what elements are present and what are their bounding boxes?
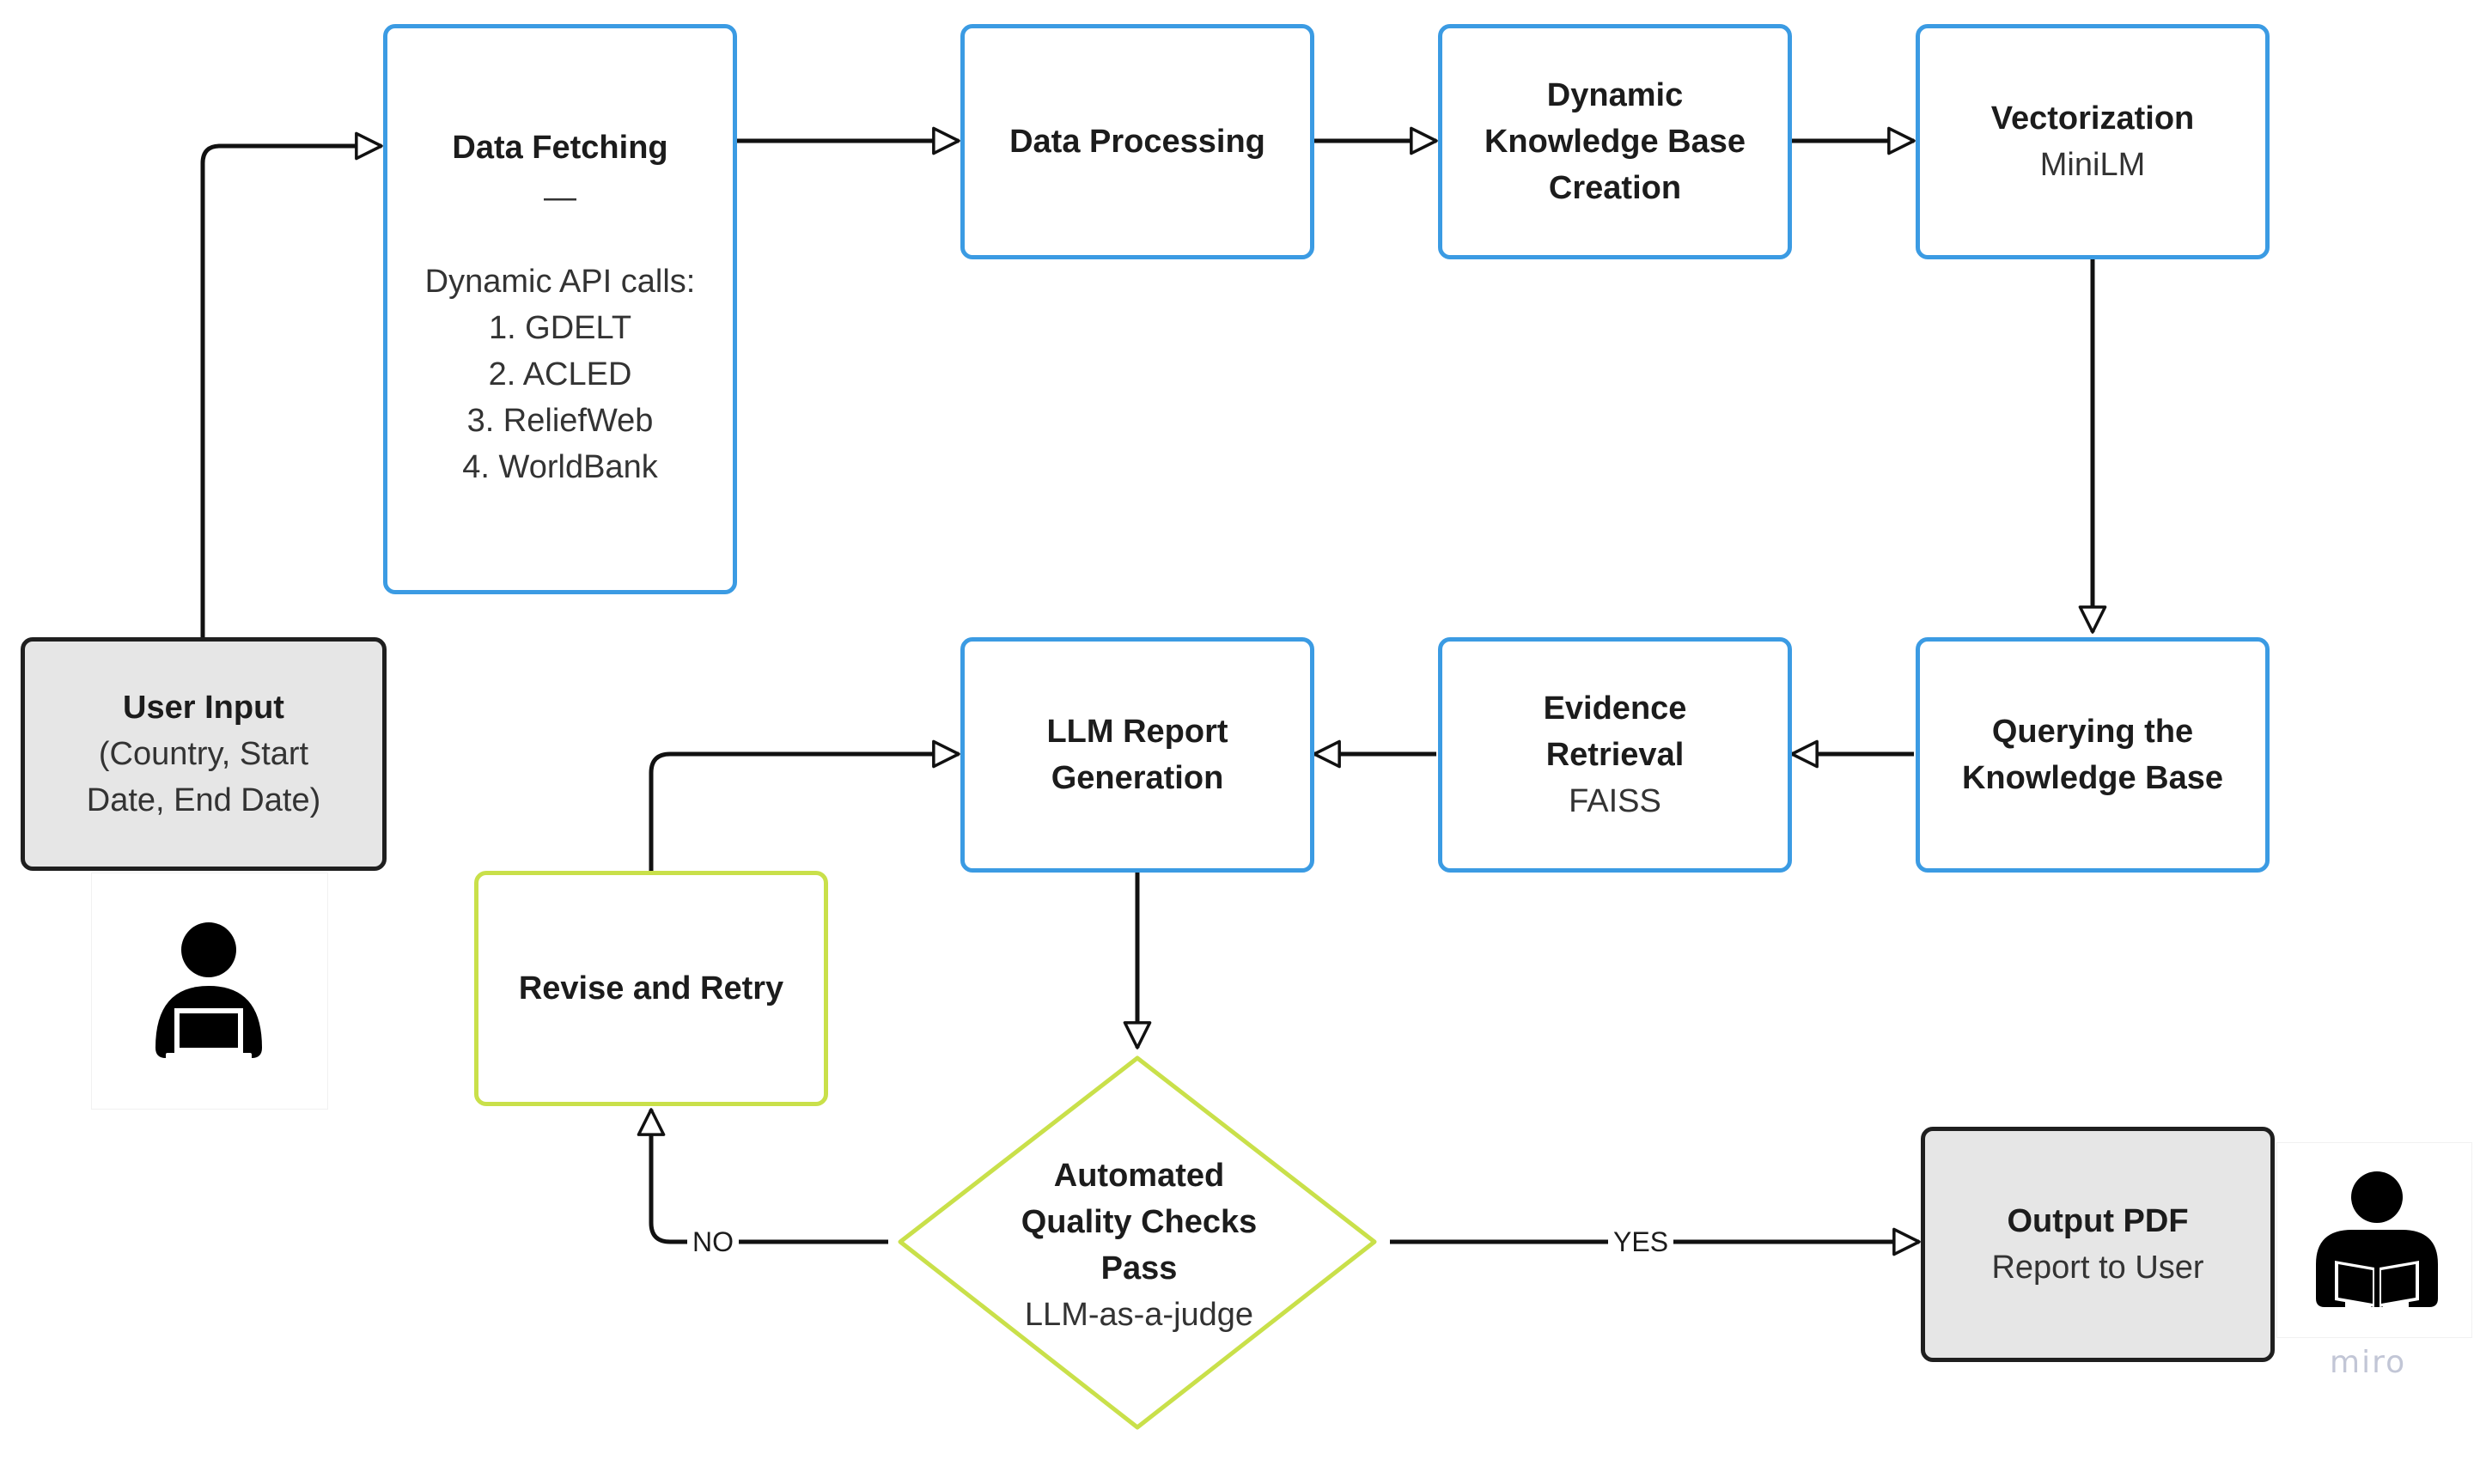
vectorization-model: MiniLM xyxy=(2039,147,2146,183)
data-fetching-dash: — xyxy=(544,179,576,216)
quality-title-2: Quality Checks xyxy=(1021,1204,1258,1240)
revise-title: Revise and Retry xyxy=(518,970,784,1007)
api-list-item: 4. WorldBank xyxy=(462,449,658,485)
edge-label-yes: YES xyxy=(1608,1225,1674,1259)
api-list-item: 1. GDELT xyxy=(488,310,632,346)
api-list-item: 2. ACLED xyxy=(488,356,632,392)
edge-quality-to-revise xyxy=(637,1108,888,1244)
evidence-title-2: Retrieval xyxy=(1545,737,1685,773)
evidence-title-1: Evidence xyxy=(1543,690,1687,727)
revise-retry-node[interactable]: Revise and Retry xyxy=(474,871,828,1106)
llm-report-title-2: Generation xyxy=(1051,760,1224,796)
output-pdf-node[interactable]: Output PDF Report to User xyxy=(1921,1127,2275,1362)
quality-check-diamond xyxy=(898,1055,1377,1430)
evidence-retrieval-node[interactable]: Evidence Retrieval FAISS xyxy=(1438,637,1792,873)
person-reading-icon xyxy=(2316,1171,2438,1307)
data-processing-node[interactable]: Data Processing xyxy=(960,24,1314,259)
querying-title-1: Querying the xyxy=(1991,714,2194,750)
edge-revise-to-llm xyxy=(649,739,960,871)
miro-watermark: miro xyxy=(2330,1345,2407,1380)
vectorization-title: Vectorization xyxy=(1990,100,2195,137)
user-input-node[interactable]: User Input (Country, Start Date, End Dat… xyxy=(21,637,387,871)
edge-label-no: NO xyxy=(687,1225,739,1259)
dynamic-kb-title-1: Dynamic xyxy=(1546,77,1684,113)
data-processing-title: Data Processing xyxy=(1009,124,1265,160)
evidence-tool: FAISS xyxy=(1569,783,1661,819)
dynamic-kb-node[interactable]: Dynamic Knowledge Base Creation xyxy=(1438,24,1792,259)
user-input-title: User Input xyxy=(123,690,284,726)
user-input-line-1: (Country, Start xyxy=(98,736,309,772)
dynamic-kb-title-3: Creation xyxy=(1548,170,1682,206)
user-input-line-2: Date, End Date) xyxy=(86,782,321,818)
quality-check-node[interactable]: Automated Quality Checks Pass LLM-as-a-j… xyxy=(916,1142,1362,1348)
quality-title-3: Pass xyxy=(1100,1250,1178,1286)
llm-report-node[interactable]: LLM Report Generation xyxy=(960,637,1314,873)
person-laptop-icon xyxy=(155,922,262,1060)
data-fetching-node[interactable]: Data Fetching — Dynamic API calls: 1. GD… xyxy=(383,24,737,594)
output-sub: Report to User xyxy=(1991,1250,2204,1286)
querying-kb-node[interactable]: Querying the Knowledge Base xyxy=(1916,637,2270,873)
api-list-item: 3. ReliefWeb xyxy=(466,403,654,439)
output-title: Output PDF xyxy=(2007,1203,2189,1239)
api-list: Dynamic API calls: 1. GDELT 2. ACLED 3. … xyxy=(425,258,696,490)
llm-report-title-1: LLM Report xyxy=(1046,714,1228,750)
data-fetching-title: Data Fetching xyxy=(452,130,668,166)
vectorization-node[interactable]: Vectorization MiniLM xyxy=(1916,24,2270,259)
quality-method: LLM-as-a-judge xyxy=(1024,1297,1254,1333)
quality-title-1: Automated xyxy=(1053,1158,1225,1194)
api-list-intro: Dynamic API calls: xyxy=(424,264,696,300)
edge-user-to-fetching xyxy=(200,131,383,637)
dynamic-kb-title-2: Knowledge Base xyxy=(1484,124,1746,160)
querying-title-2: Knowledge Base xyxy=(1961,760,2224,796)
